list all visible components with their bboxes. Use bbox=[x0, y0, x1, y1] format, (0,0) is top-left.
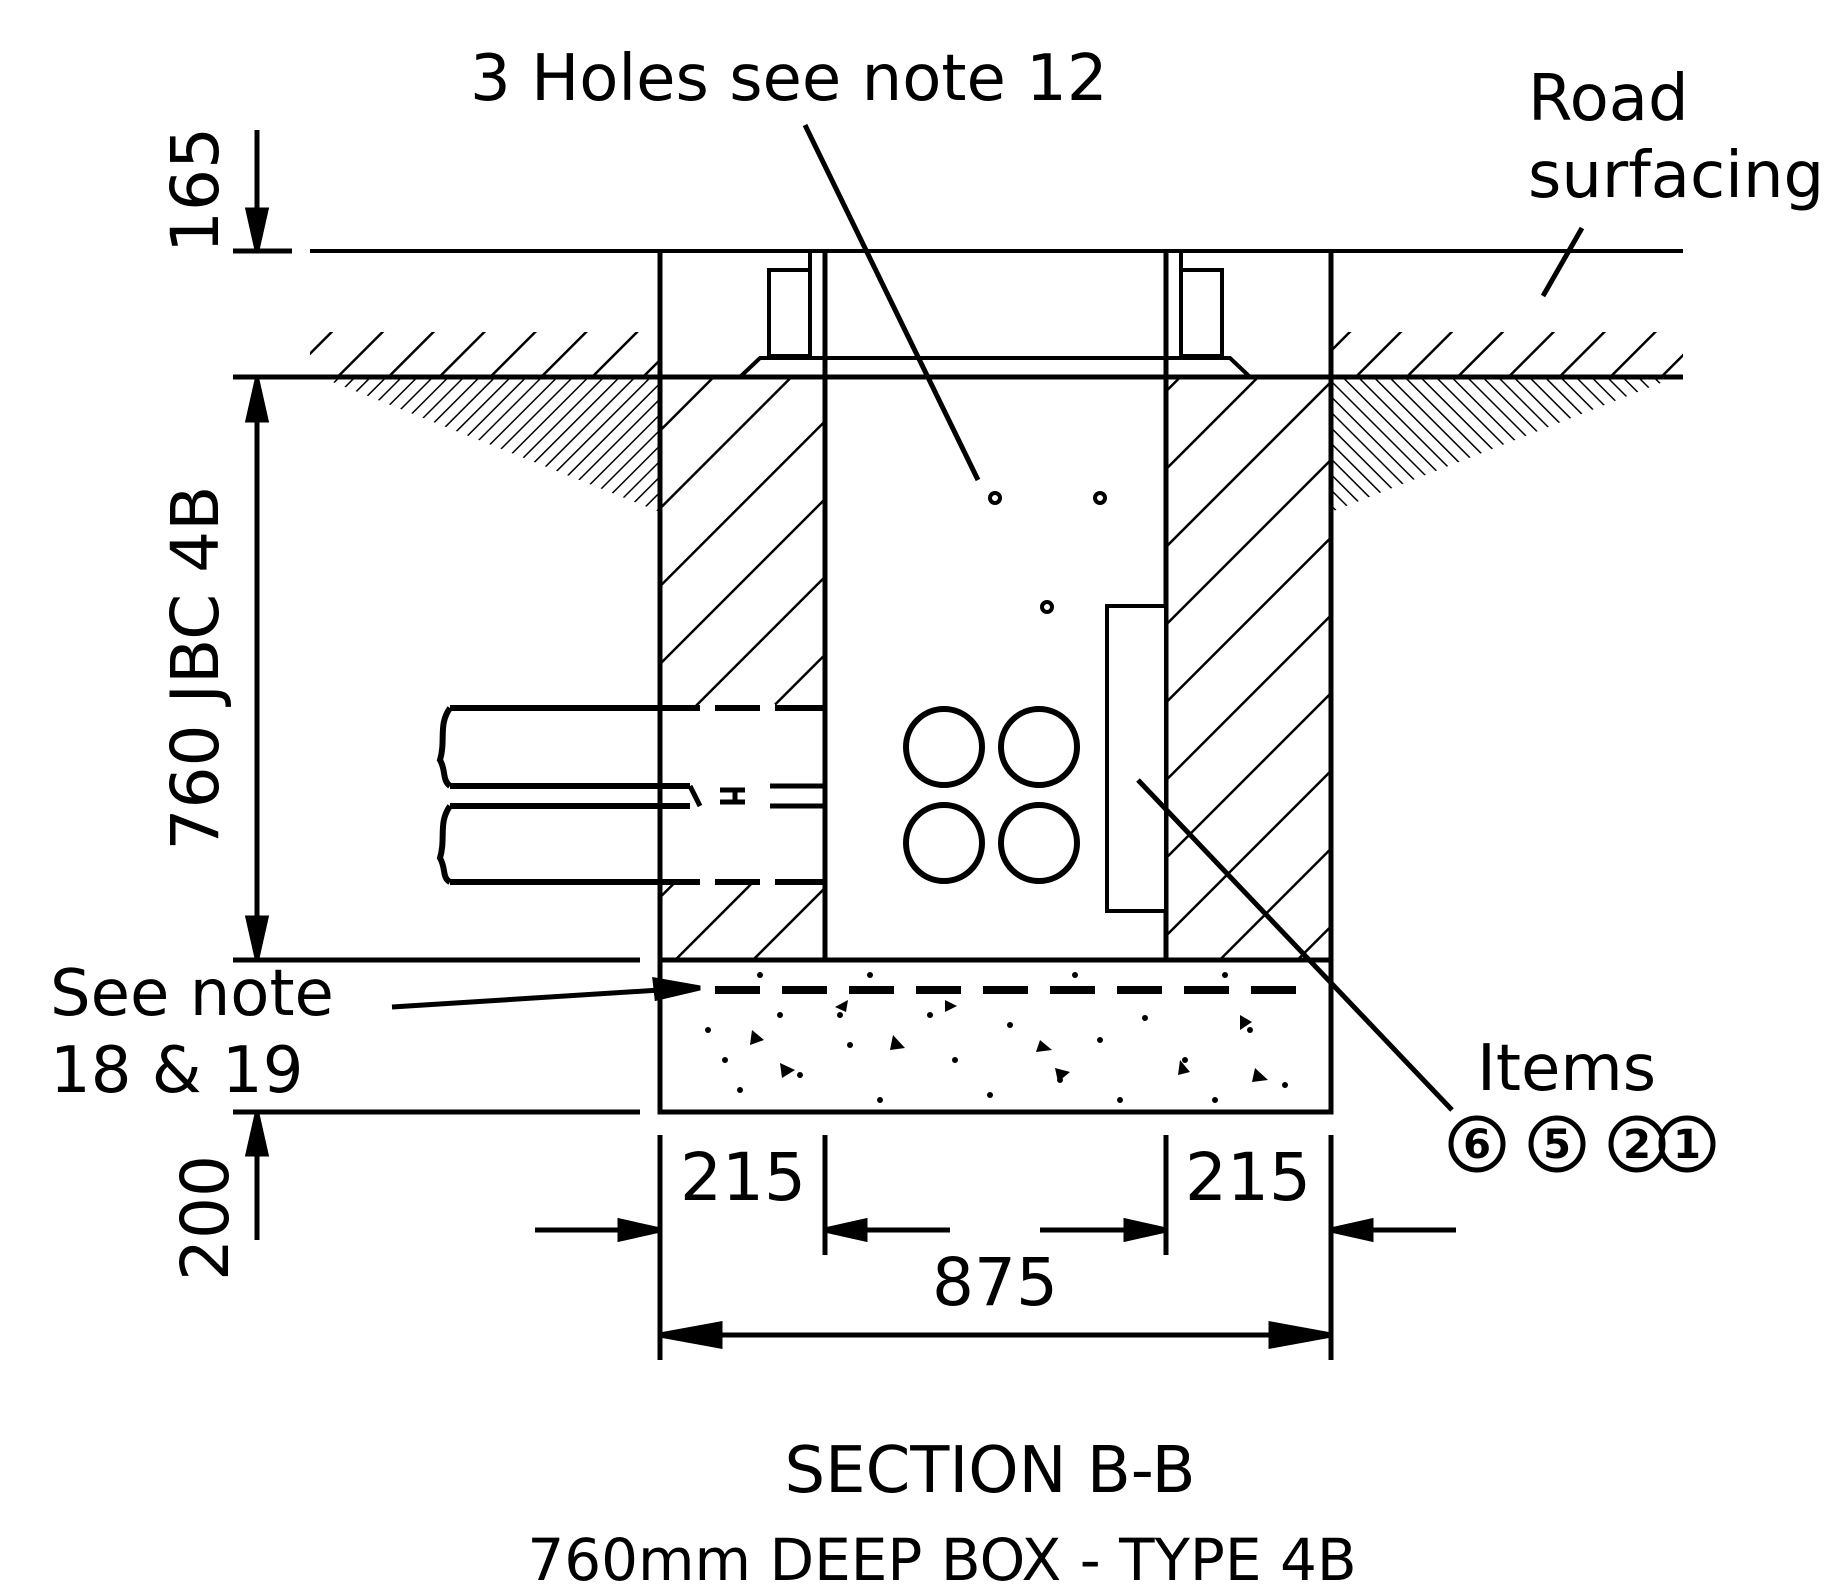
item-numbers: 6 5 2 1 bbox=[1448, 1115, 1716, 1173]
dim-760 bbox=[233, 379, 640, 963]
item-circle-6 bbox=[1448, 1115, 1506, 1173]
lid-frame bbox=[738, 268, 1252, 379]
dim-760-label: 760 JBC 4B bbox=[157, 486, 234, 851]
box-wall-left bbox=[440, 251, 828, 1112]
leader-road bbox=[1540, 226, 1585, 298]
section-subtitle: 760mm DEEP BOX - TYPE 4B bbox=[527, 1526, 1356, 1584]
cable-ducts-4 bbox=[903, 706, 1080, 884]
leader-see-note bbox=[391, 976, 701, 1010]
item-circle-5 bbox=[1528, 1115, 1586, 1173]
holes-note-label: 3 Holes see note 12 bbox=[470, 42, 1108, 116]
dim-200-label: 200 bbox=[167, 1155, 244, 1281]
dim-horizontal bbox=[535, 1135, 1456, 1360]
item-number-1: 1 bbox=[1673, 1122, 1701, 1168]
ground-hatch-right bbox=[1331, 332, 1683, 512]
dim-875-label: 875 bbox=[932, 1244, 1058, 1321]
duct-dashes bbox=[700, 704, 775, 886]
box-wall-right bbox=[1163, 251, 1334, 1112]
leader-items bbox=[1136, 778, 1454, 1112]
item-number-2: 2 bbox=[1623, 1122, 1651, 1168]
dim-165 bbox=[244, 130, 270, 251]
item-circle-1 bbox=[1658, 1115, 1716, 1173]
dim-215-right-label: 215 bbox=[1185, 1139, 1311, 1216]
leader-holes bbox=[802, 123, 981, 482]
concrete-base bbox=[657, 957, 1334, 1115]
dim-215-left-label: 215 bbox=[680, 1139, 806, 1216]
dim-200 bbox=[233, 1109, 640, 1240]
item-number-5: 5 bbox=[1543, 1122, 1571, 1168]
item-number-6: 6 bbox=[1463, 1122, 1491, 1168]
road-surfacing-label-1: Road bbox=[1528, 62, 1689, 136]
see-note-label-2: 18 & 19 bbox=[50, 1034, 303, 1108]
mounting-board bbox=[1105, 604, 1168, 913]
dim-165-label: 165 bbox=[157, 127, 234, 253]
duct-ends bbox=[687, 783, 825, 809]
items-label: Items bbox=[1477, 1032, 1656, 1106]
fixing-holes bbox=[988, 491, 1107, 614]
ground-hatch-left bbox=[310, 332, 660, 512]
section-title: SECTION B-B bbox=[785, 1434, 1196, 1508]
road-surfacing-label-2: surfacing bbox=[1528, 139, 1824, 213]
see-note-label-1: See note bbox=[50, 957, 334, 1031]
